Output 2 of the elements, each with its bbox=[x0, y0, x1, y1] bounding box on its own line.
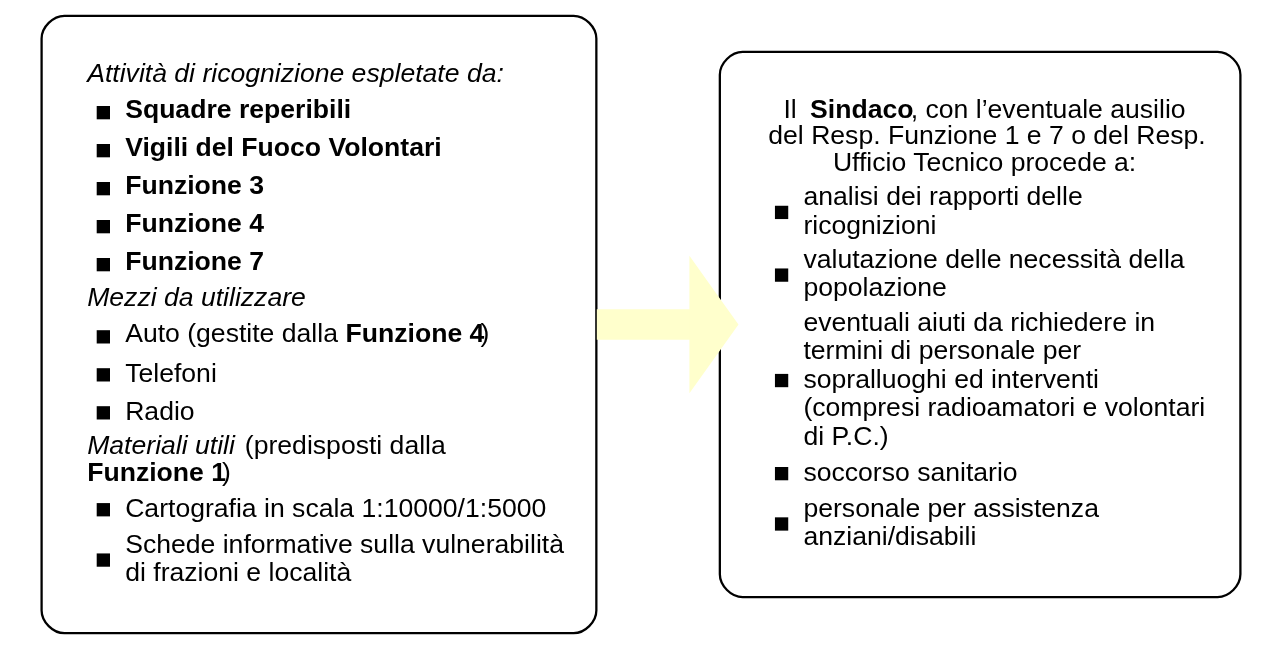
node-box: Il Sindaco, con l’eventuale ausilio del Resp. Funzione 1 e 7 o del Resp. Ufficio Tecnico procede a: analisi dei rapporti delle ricognizioni valutazione delle necessità della popolazione eventuali aiuti da richiedere in termini di personale per sopralluoghi ed interventi (compresi radioamatori e volontari di P.C.) soccorso sanitario personale per assistenza anziani/disabili bbox=[718, 50, 1242, 599]
arrow bbox=[596, 255, 739, 394]
